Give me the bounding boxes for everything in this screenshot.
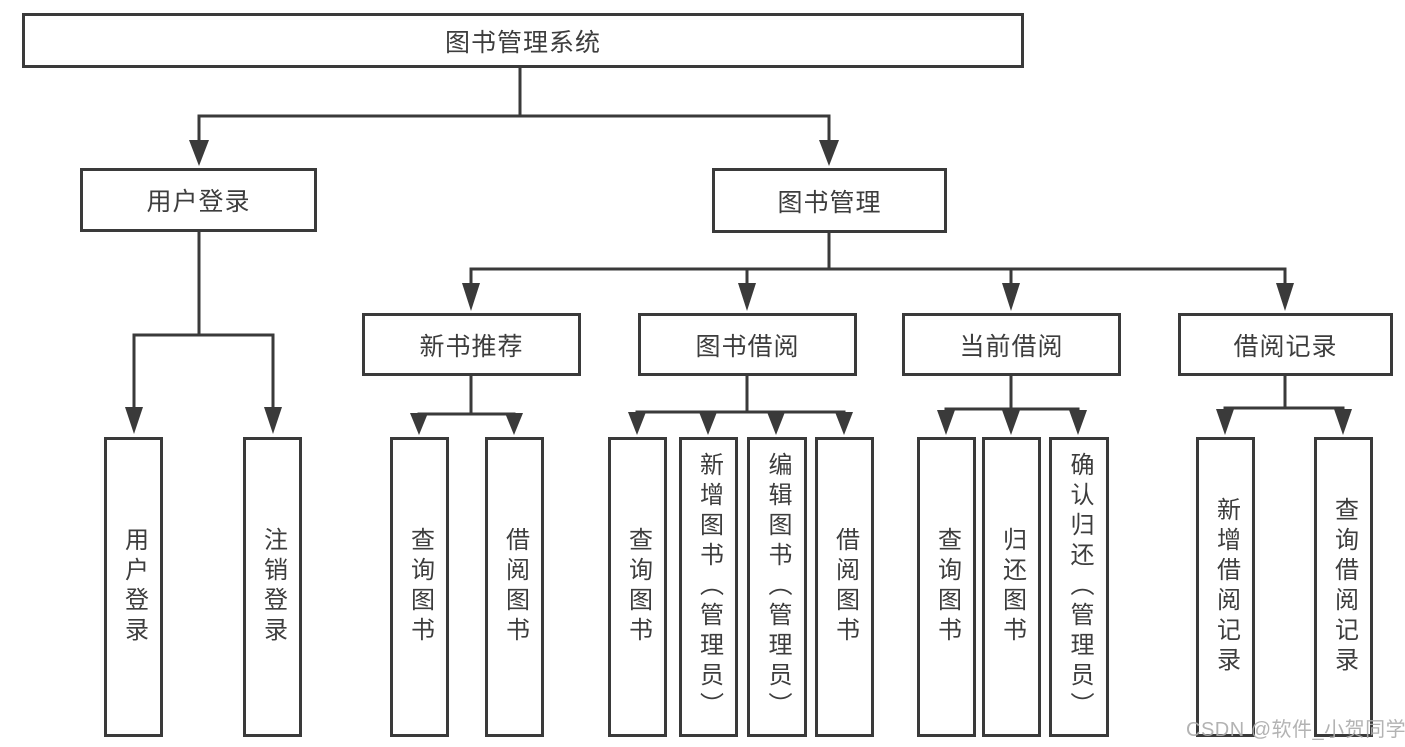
node-leaf-query-borrow-record: 查询借阅记录	[1314, 437, 1373, 737]
node-user-login: 用户登录	[80, 168, 317, 232]
node-user-login-label: 用户登录	[146, 188, 251, 216]
node-leaf-logout: 注销登录	[243, 437, 302, 737]
node-leaf-query-books-borrow-label: 查询图书	[624, 527, 652, 647]
node-leaf-query-books-current: 查询图书	[917, 437, 976, 737]
node-leaf-edit-book-admin-label: 编辑图书（管理员）	[764, 452, 791, 722]
node-root-label: 图书管理系统	[444, 28, 601, 57]
node-borrowing-records: 借阅记录	[1178, 313, 1393, 376]
node-leaf-query-borrow-record-label: 查询借阅记录	[1330, 497, 1358, 677]
node-leaf-query-books-recommend-label: 查询图书	[406, 527, 434, 647]
node-leaf-query-books-current-label: 查询图书	[933, 527, 961, 647]
node-leaf-borrow-books: 借阅图书	[815, 437, 874, 737]
node-new-book-recommend-label: 新书推荐	[419, 332, 524, 361]
node-leaf-return-books-label: 归还图书	[998, 527, 1026, 647]
node-root: 图书管理系统	[22, 13, 1024, 68]
node-leaf-user-login: 用户登录	[104, 437, 163, 737]
node-current-borrowing: 当前借阅	[902, 313, 1121, 376]
node-leaf-confirm-return-admin: 确认归还（管理员）	[1049, 437, 1109, 737]
node-leaf-add-book-admin: 新增图书（管理员）	[679, 437, 738, 737]
node-book-management-label: 图书管理	[777, 188, 882, 217]
node-current-borrowing-label: 当前借阅	[959, 332, 1064, 361]
node-leaf-add-borrow-record: 新增借阅记录	[1196, 437, 1255, 737]
node-leaf-borrow-books-label: 借阅图书	[831, 527, 859, 647]
node-new-book-recommend: 新书推荐	[362, 313, 581, 376]
node-leaf-logout-label: 注销登录	[259, 527, 287, 647]
csdn-watermark: CSDN @软件_小贺同学	[1186, 719, 1405, 741]
node-leaf-return-books: 归还图书	[982, 437, 1041, 737]
node-leaf-confirm-return-admin-label: 确认归还（管理员）	[1066, 452, 1093, 722]
node-leaf-borrow-books-recommend-label: 借阅图书	[501, 527, 529, 647]
node-leaf-add-borrow-record-label: 新增借阅记录	[1212, 497, 1240, 677]
node-leaf-user-login-label: 用户登录	[120, 527, 148, 647]
node-book-borrowing: 图书借阅	[638, 313, 857, 376]
node-leaf-edit-book-admin: 编辑图书（管理员）	[747, 437, 807, 737]
node-leaf-add-book-admin-label: 新增图书（管理员）	[695, 452, 723, 722]
node-borrowing-records-label: 借阅记录	[1233, 332, 1338, 361]
node-leaf-borrow-books-recommend: 借阅图书	[485, 437, 544, 737]
node-book-borrowing-label: 图书借阅	[695, 332, 800, 361]
node-book-management: 图书管理	[712, 168, 947, 233]
arrowheads	[125, 140, 1352, 435]
node-leaf-query-books-borrow: 查询图书	[608, 437, 667, 737]
node-leaf-query-books-recommend: 查询图书	[390, 437, 449, 737]
